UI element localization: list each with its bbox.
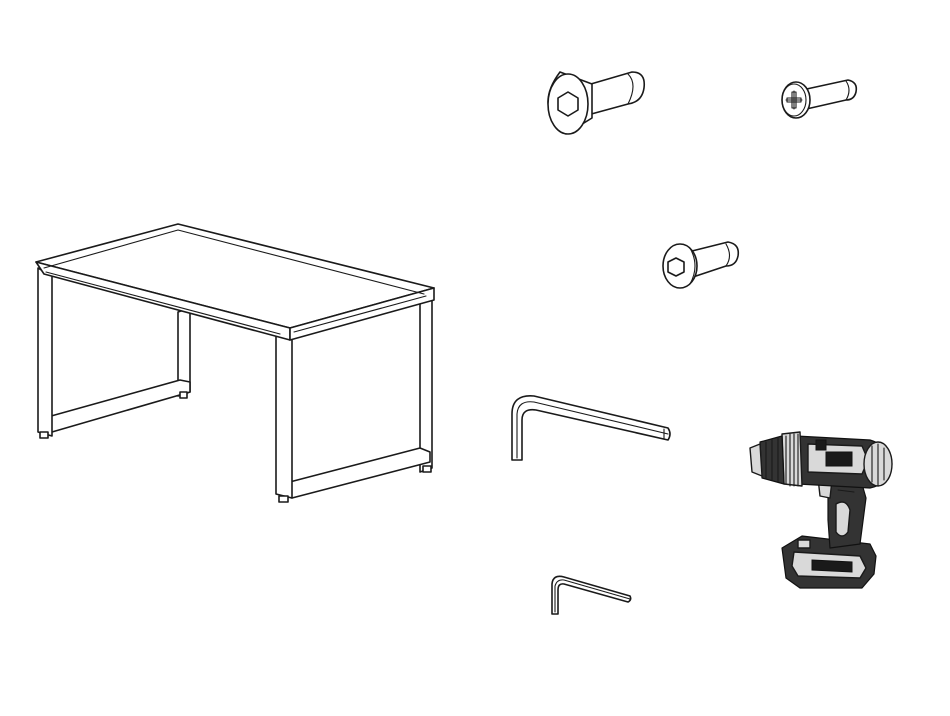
countersunk-hex-screw-icon	[548, 72, 644, 134]
allen-key-large-icon	[512, 396, 670, 460]
desk-icon	[36, 224, 434, 502]
button-head-hex-screw-icon	[663, 242, 738, 288]
cordless-drill-icon	[750, 432, 892, 588]
allen-key-small-icon	[552, 576, 631, 614]
phillips-screw-icon	[782, 80, 856, 118]
